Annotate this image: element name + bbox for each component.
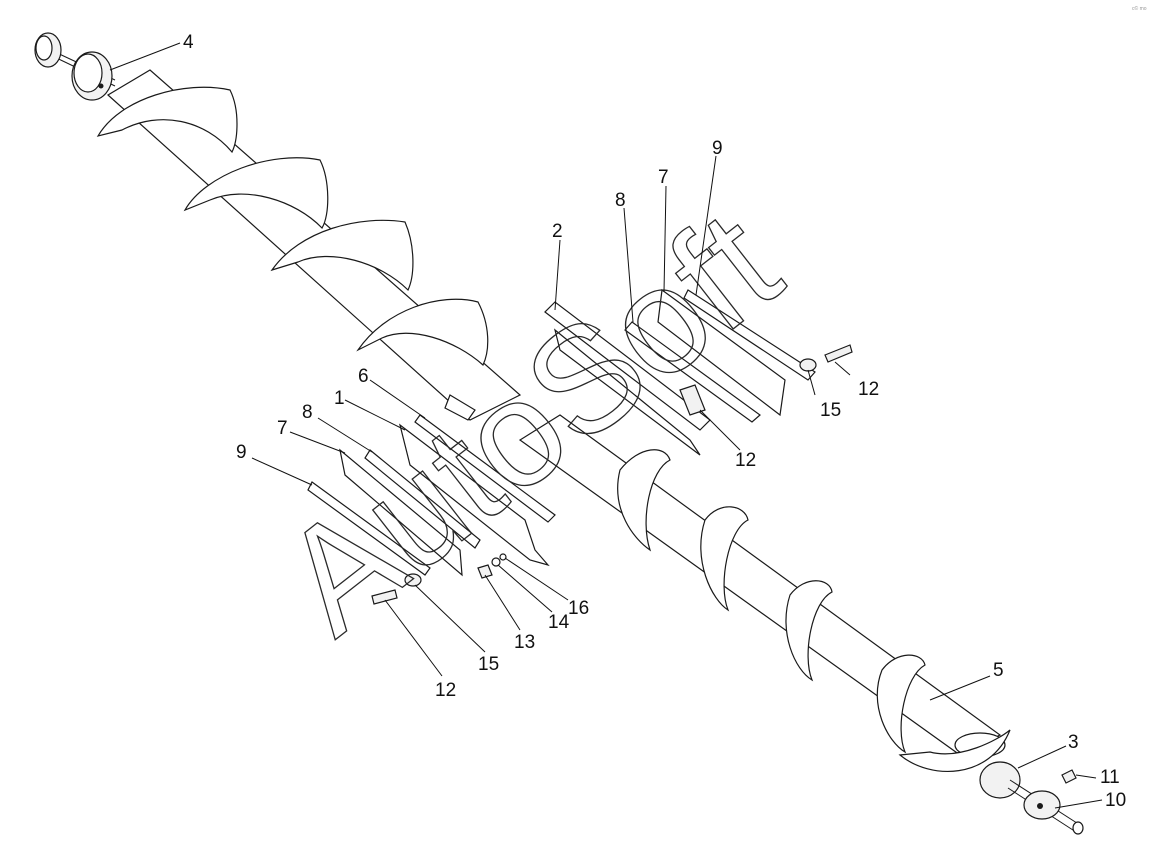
callout-15: 15 xyxy=(820,400,841,421)
callout-3: 3 xyxy=(1068,732,1079,753)
callout-10: 10 xyxy=(1105,790,1126,811)
callout-8: 8 xyxy=(615,190,626,211)
callout-1: 1 xyxy=(334,388,345,409)
callout-16: 16 xyxy=(568,598,589,619)
callout-14: 14 xyxy=(548,612,570,633)
callout-11: 11 xyxy=(1100,767,1120,788)
callout-7: 7 xyxy=(277,418,288,439)
auger-flights-lower xyxy=(617,449,1011,772)
callout-13: 13 xyxy=(514,632,535,653)
left-bracket-group xyxy=(307,394,556,605)
callout-9: 9 xyxy=(236,442,247,463)
callout-4: 4 xyxy=(183,32,194,53)
callout-2: 2 xyxy=(552,221,563,242)
auger-flights-upper xyxy=(96,86,489,366)
callout-6: 6 xyxy=(358,366,369,387)
callout-8: 8 xyxy=(302,402,313,423)
callout-12: 12 xyxy=(858,379,879,400)
callout-15: 15 xyxy=(478,654,499,675)
leader-lines xyxy=(109,42,1103,809)
shaft-end-left xyxy=(34,32,116,101)
callout-12: 12 xyxy=(435,680,456,701)
callout-7: 7 xyxy=(658,167,669,188)
shaft-end-right xyxy=(979,761,1084,835)
callout-labels: 4 2 8 7 9 12 15 12 6 1 8 7 9 13 14 16 15… xyxy=(183,32,1126,811)
callout-5: 5 xyxy=(993,660,1004,681)
callout-9: 9 xyxy=(712,138,723,159)
corner-mark: c© mo xyxy=(1132,5,1147,12)
callout-12: 12 xyxy=(735,450,756,471)
